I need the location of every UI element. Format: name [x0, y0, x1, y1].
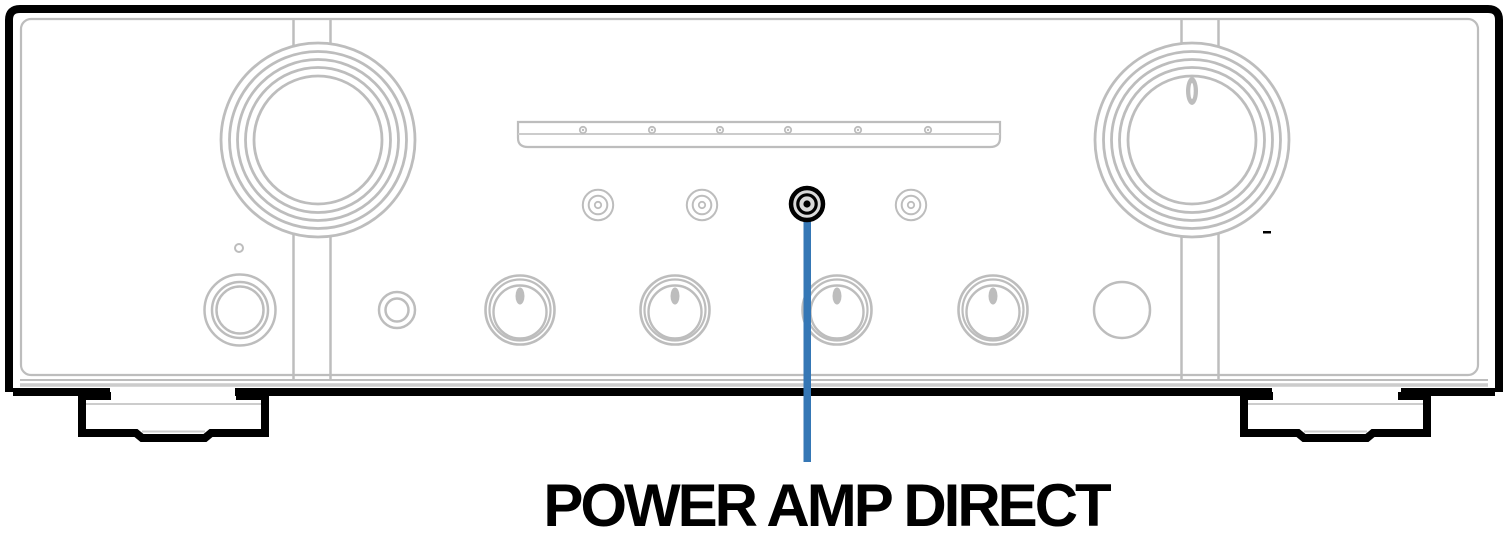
knob-pointer	[515, 287, 525, 305]
button-ring	[581, 188, 615, 222]
tiny-dash-mark	[1263, 231, 1271, 234]
small-button	[894, 188, 928, 222]
knob-ring	[1102, 50, 1282, 230]
right-large-knob	[1093, 41, 1291, 239]
knob-pointer	[832, 287, 842, 305]
medium-knob	[639, 274, 711, 346]
screw-dot	[786, 128, 790, 132]
knob-ring	[219, 41, 417, 239]
button-dot	[593, 200, 603, 210]
knob-cap	[965, 284, 1021, 340]
power-amp-direct-button	[788, 185, 826, 223]
button-dot	[906, 200, 916, 210]
screw-dot	[856, 128, 860, 132]
medium-knob	[801, 274, 873, 346]
knob-cap	[252, 74, 384, 206]
knob-ring	[1110, 58, 1274, 222]
knob-ring	[643, 278, 707, 342]
knob-cap	[1126, 74, 1258, 206]
headphone-jack	[377, 290, 417, 330]
knob-ring	[236, 58, 400, 222]
knob-ring	[244, 66, 392, 214]
small-button	[581, 188, 615, 222]
left-large-knob	[219, 41, 417, 239]
display-strip-screws	[578, 125, 933, 135]
button-dot	[697, 200, 707, 210]
knob-ring	[228, 50, 408, 230]
button-ring	[894, 188, 928, 222]
button-ring	[685, 188, 719, 222]
small-button-row	[581, 188, 928, 222]
screw-dot	[926, 128, 930, 132]
knob-cap	[647, 284, 703, 340]
button-dot-highlighted	[803, 200, 811, 208]
knob-ring	[488, 278, 552, 342]
front-face-outline	[19, 17, 1480, 377]
power-button-ring	[203, 273, 277, 347]
knob-ring	[1118, 66, 1266, 214]
knob-pointer	[670, 287, 680, 305]
power-amp-direct-label: POWER AMP DIRECT	[543, 472, 1111, 539]
foot-outline	[78, 392, 269, 442]
button-ring	[691, 194, 713, 216]
power-button	[203, 273, 277, 347]
button-ring	[587, 194, 609, 216]
medium-knob	[484, 274, 556, 346]
power-button-ring	[215, 285, 265, 335]
small-button	[685, 188, 719, 222]
foot-outline	[1240, 392, 1431, 442]
screw-dot	[650, 128, 654, 132]
callout-line	[803, 219, 811, 462]
jack-hole	[384, 297, 410, 323]
left-foot	[78, 392, 269, 442]
knob-pointer	[988, 287, 998, 305]
display-strip	[516, 120, 1002, 149]
button-ring	[900, 194, 922, 216]
knob-ring	[1093, 41, 1291, 239]
knob-ring	[961, 278, 1025, 342]
medium-knob	[957, 274, 1029, 346]
power-indicator-dot	[234, 243, 244, 253]
medium-knob-row	[484, 274, 1029, 346]
knob-cap	[492, 284, 548, 340]
screw-dot	[718, 128, 722, 132]
screw-dot	[581, 128, 585, 132]
power-button-ring	[210, 280, 270, 340]
selector-circle	[1092, 280, 1152, 340]
button-ring-highlighted	[796, 193, 818, 215]
knob-pointer-slit	[1190, 83, 1194, 99]
right-foot	[1240, 392, 1431, 442]
